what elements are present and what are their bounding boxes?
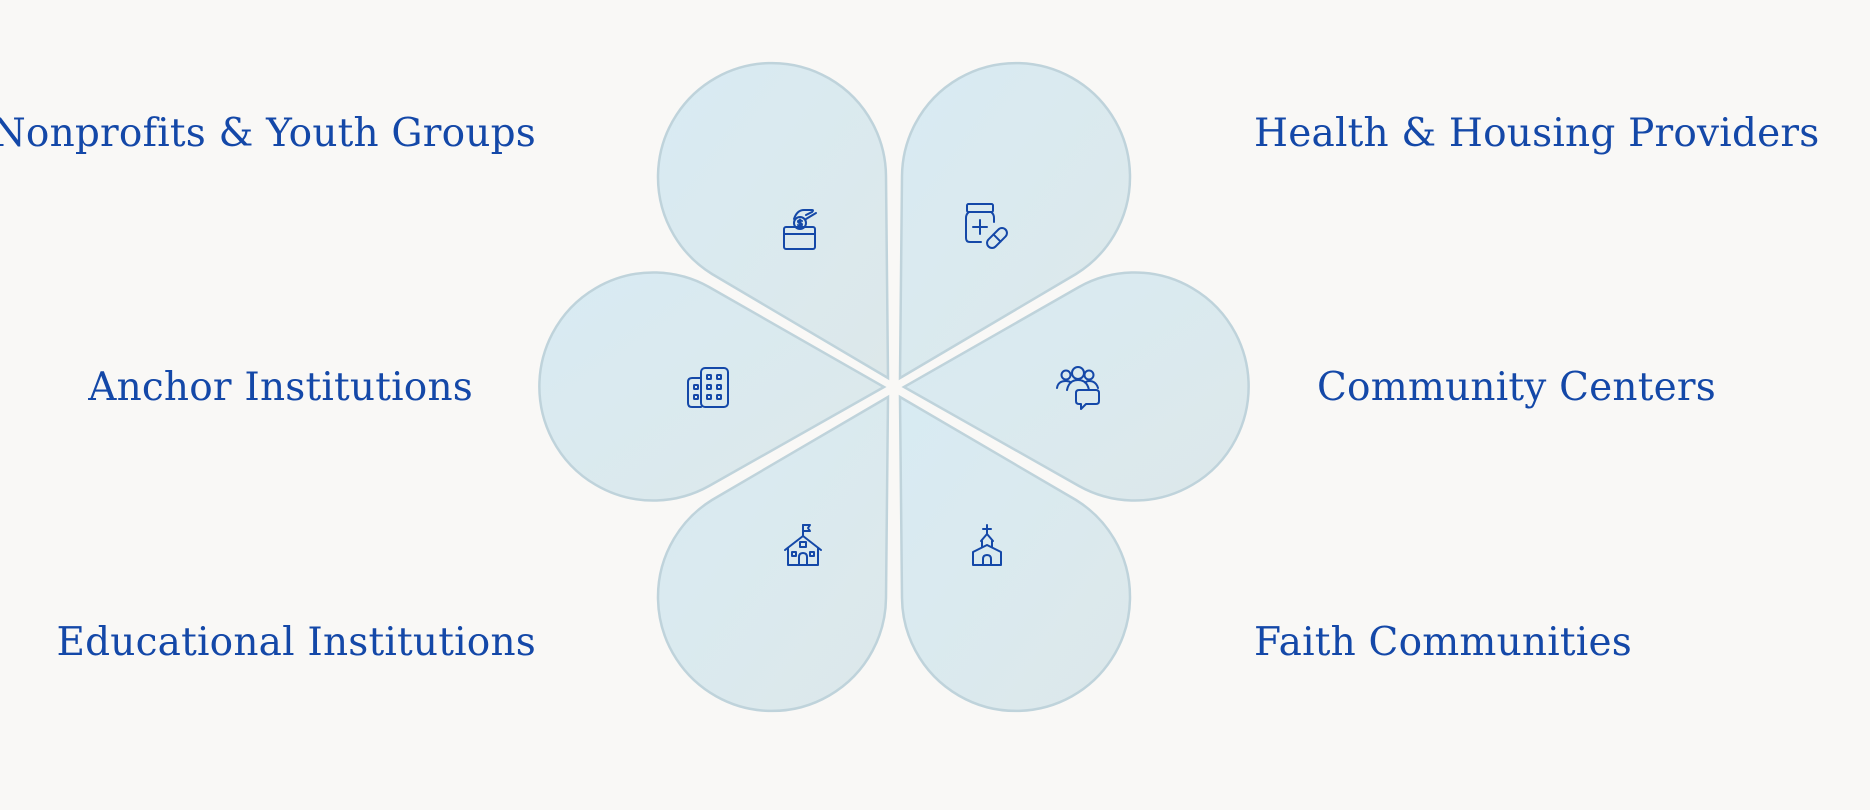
petal-health[interactable] [898, 61, 1132, 381]
label-nonprofits: Nonprofits & Youth Groups [0, 111, 536, 156]
building-icon [687, 367, 729, 408]
medicine-icon [965, 203, 1008, 249]
label-health: Health & Housing Providers [1254, 111, 1820, 156]
label-community: Community Centers [1317, 365, 1716, 410]
label-faith: Faith Communities [1254, 620, 1632, 665]
petal-nonprofits[interactable] [656, 61, 890, 381]
label-anchor: Anchor Institutions [88, 365, 473, 410]
community-chat-icon [1056, 366, 1100, 410]
church-icon [972, 524, 1002, 566]
donation-icon [783, 209, 817, 250]
petal-education[interactable] [656, 394, 890, 713]
petal-faith[interactable] [898, 394, 1132, 713]
petal-community[interactable] [901, 271, 1250, 502]
label-education: Educational Institutions [56, 620, 536, 665]
school-icon [784, 524, 822, 566]
